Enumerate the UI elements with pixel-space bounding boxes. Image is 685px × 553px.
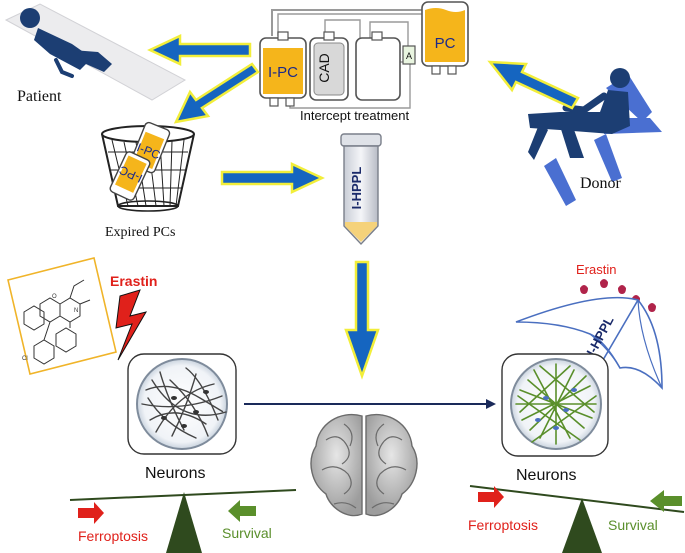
molecule-o: O xyxy=(52,294,57,300)
bag-cad-label: CAD xyxy=(316,53,332,83)
ferroptosis-left-label: Ferroptosis xyxy=(78,528,148,544)
donor-label: Donor xyxy=(580,175,622,192)
arrow-donor-to-bags xyxy=(487,60,580,110)
ferroptosis-right-arrow-icon xyxy=(478,486,504,508)
intercept-bag-set: I-PC CAD A PC xyxy=(259,1,469,109)
lightning-bolt-icon xyxy=(115,289,148,361)
i-hppl-tube: I-HPPL xyxy=(340,133,382,246)
arrow-bags-to-expired xyxy=(173,62,260,124)
tube-label: I-HPPL xyxy=(349,167,364,210)
bag-pc-label: PC xyxy=(435,35,456,52)
brain-illustration xyxy=(310,414,418,517)
expired-pcs-basket: I-PC I-PC xyxy=(101,121,195,212)
neurons-right-label: Neurons xyxy=(516,467,576,484)
survival-right-arrow-icon xyxy=(650,490,682,512)
donor-figure xyxy=(528,68,662,206)
umbrella-icon: I-HPPL xyxy=(515,296,663,391)
bag-a-label: A xyxy=(406,51,412,61)
balance-right xyxy=(469,485,685,553)
survival-left-arrow-icon xyxy=(228,500,256,522)
erastin-structure-card: Cl N O xyxy=(7,257,117,375)
survival-right-label: Survival xyxy=(608,517,658,533)
ferroptosis-right-label: Ferroptosis xyxy=(468,517,538,533)
balance-left xyxy=(69,489,297,553)
neurons-right-dish xyxy=(501,353,609,457)
arrow-left-to-right-dish xyxy=(244,399,496,409)
erastin-left-label: Erastin xyxy=(110,273,157,289)
intercept-treatment-label: Intercept treatment xyxy=(300,108,409,123)
erastin-right-label: Erastin xyxy=(576,262,616,277)
arrow-tube-to-brain xyxy=(344,260,380,380)
expired-pcs-label: Expired PCs xyxy=(105,225,175,240)
arrow-expired-to-tube xyxy=(220,162,325,194)
bag-ipc-label: I-PC xyxy=(268,64,298,81)
molecule-n: N xyxy=(74,308,78,314)
survival-left-label: Survival xyxy=(222,525,272,541)
neurons-left-dish xyxy=(127,353,237,455)
patient-label: Patient xyxy=(17,88,62,105)
molecule-cl: Cl xyxy=(22,356,28,362)
patient-figure xyxy=(4,3,187,101)
ferroptosis-left-arrow-icon xyxy=(78,502,104,524)
arrow-bags-to-patient xyxy=(147,34,252,66)
neurons-left-label: Neurons xyxy=(145,465,205,482)
